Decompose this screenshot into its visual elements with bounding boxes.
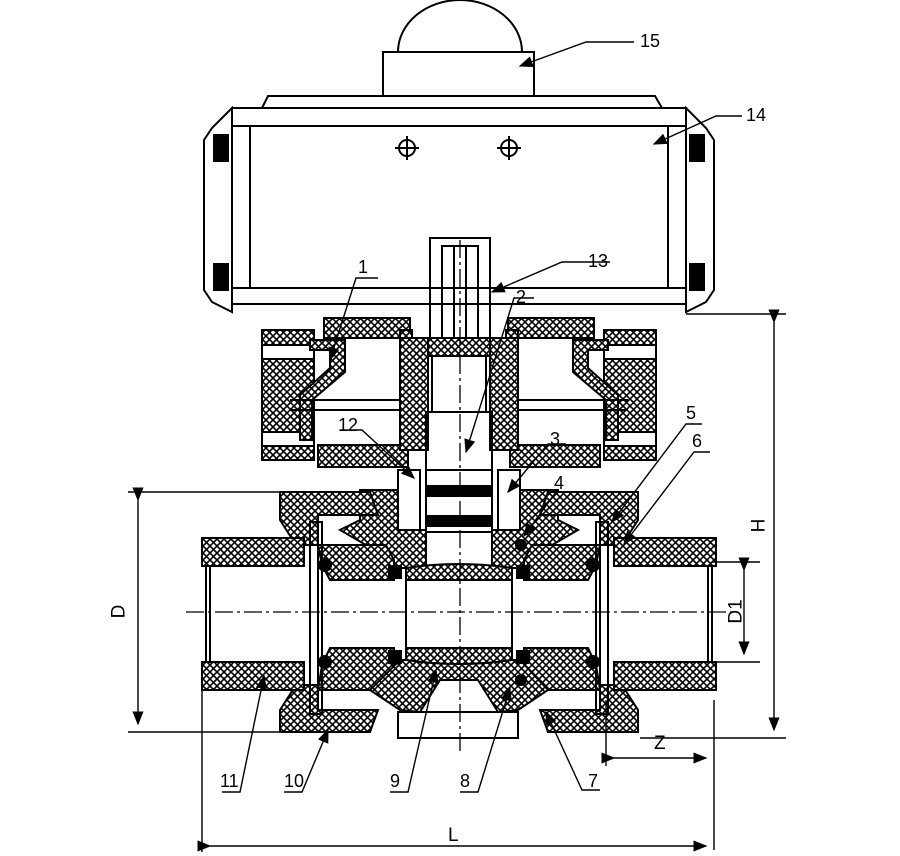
callout-15: 15 xyxy=(640,31,661,51)
callout-14: 14 xyxy=(746,105,767,125)
union-nut-left xyxy=(279,491,380,733)
union-nut-right xyxy=(538,491,639,733)
position-indicator xyxy=(382,0,535,97)
valve-stem xyxy=(425,355,493,533)
end-connector-right xyxy=(613,537,717,691)
callout-6: 6 xyxy=(692,431,703,451)
callout-4: 4 xyxy=(554,473,565,493)
callout-11: 11 xyxy=(220,771,239,791)
callout-9: 9 xyxy=(390,771,401,791)
dim-label-D1: D1 xyxy=(725,599,747,624)
dim-label-Z: Z xyxy=(654,733,666,754)
callout-8: 8 xyxy=(460,771,471,791)
callout-10: 10 xyxy=(284,771,305,791)
actuator-housing xyxy=(203,95,715,314)
mounting-bracket-right xyxy=(505,317,657,468)
callout-3: 3 xyxy=(550,429,561,449)
dim-label-D: D xyxy=(108,604,130,619)
seat-carriers xyxy=(309,521,609,715)
callout-7: 7 xyxy=(588,771,599,791)
end-connector-left xyxy=(201,537,305,691)
leader-lines xyxy=(222,41,742,793)
mounting-bracket-left xyxy=(261,317,413,468)
ball xyxy=(405,563,513,665)
callout-12: 12 xyxy=(338,415,359,435)
callout-13: 13 xyxy=(588,251,609,271)
dimension-lines xyxy=(128,309,786,852)
dim-label-H: H xyxy=(748,518,770,533)
callout-1: 1 xyxy=(358,257,369,277)
dim-label-L: L xyxy=(448,825,459,846)
callout-2: 2 xyxy=(516,287,527,307)
centerlines xyxy=(186,240,732,752)
stem-bushing xyxy=(399,337,519,451)
callout-5: 5 xyxy=(686,403,697,423)
